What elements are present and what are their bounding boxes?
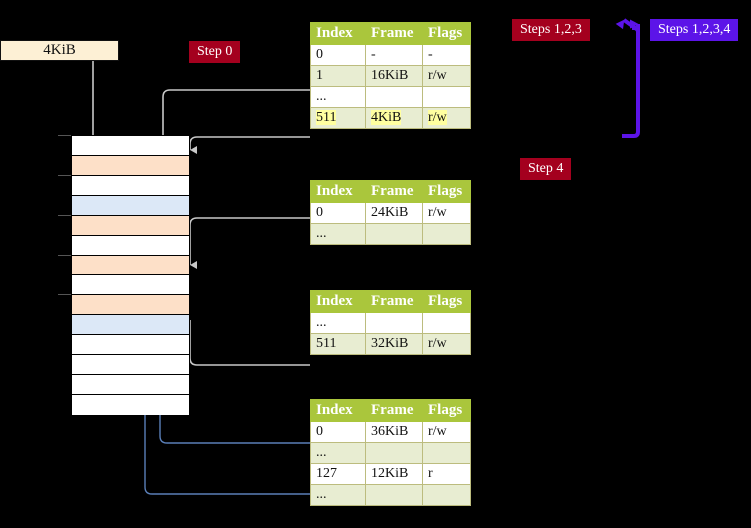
table-cell: 32KiB: [365, 333, 423, 355]
table-row: ...: [310, 223, 471, 245]
memory-row: [72, 136, 189, 156]
memory-tick: [58, 135, 71, 136]
memory-tick-marks: [58, 135, 71, 415]
table-row: ...: [310, 484, 471, 506]
physical-memory-column: [71, 135, 190, 415]
table-header-flags: Flags: [422, 22, 471, 45]
table-cell: 511: [310, 333, 366, 355]
badge-steps-123: Steps 1,2,3: [512, 19, 590, 41]
memory-tick: [58, 294, 71, 296]
table-cell: [422, 442, 471, 464]
table-header-frame: Frame: [365, 290, 423, 313]
table-header-frame: Frame: [365, 180, 423, 203]
memory-row: [72, 155, 189, 176]
table-cell: -: [365, 44, 423, 66]
table-cell: 511: [310, 107, 366, 129]
wire-pt0-511-to-memory: [189, 136, 310, 154]
table-cell: 0: [310, 421, 366, 443]
memory-tick: [58, 214, 71, 216]
memory-row: [72, 315, 189, 336]
table-cell: r: [422, 463, 471, 485]
table-cell: r/w: [422, 65, 471, 87]
wire-pt1-to-memory: [189, 217, 310, 269]
badge-step-0: Step 0: [189, 41, 241, 63]
table-header-index: Index: [310, 22, 366, 45]
badge-step-4: Step 4: [520, 158, 572, 180]
memory-row: [72, 175, 189, 196]
table-header-flags: Flags: [422, 180, 471, 203]
memory-row: [72, 195, 189, 216]
memory-row: [72, 235, 189, 256]
table-cell: 24KiB: [365, 202, 423, 224]
table-cell: r/w: [422, 202, 471, 224]
table-row: ...: [310, 312, 471, 334]
table-header-frame: Frame: [365, 22, 423, 45]
table-cell: ...: [310, 442, 366, 464]
table-cell: r/w: [422, 421, 471, 443]
table-cell: [422, 484, 471, 506]
table-header-index: Index: [310, 180, 366, 203]
table-cell: ...: [310, 223, 366, 245]
table-cell: [422, 223, 471, 245]
table-cell: 12KiB: [365, 463, 423, 485]
memory-row: [72, 355, 189, 376]
table-cell: [422, 86, 471, 108]
table-cell: 0: [310, 202, 366, 224]
memory-row: [72, 255, 189, 276]
table-cell: [365, 312, 423, 334]
memory-tick: [58, 254, 71, 256]
table-cell: [365, 86, 423, 108]
table-cell: 0: [310, 44, 366, 66]
table-cell: r/w: [422, 107, 471, 129]
table-header-flags: Flags: [422, 399, 471, 422]
virtual-address-box: 4KiB: [0, 40, 119, 61]
table-cell: [365, 484, 423, 506]
table-cell: -: [422, 44, 471, 66]
table-cell: 4KiB: [365, 107, 423, 129]
memory-row: [72, 335, 189, 356]
table-cell: ...: [310, 312, 366, 334]
memory-row: [72, 295, 189, 316]
memory-row: [72, 375, 189, 395]
virtual-address-label: 4KiB: [43, 42, 76, 58]
table-cell: 127: [310, 463, 366, 485]
table-cell: [365, 223, 423, 245]
table-row: ...: [310, 86, 471, 108]
table-cell: r/w: [422, 333, 471, 355]
memory-tick: [58, 174, 71, 176]
table-cell: 1: [310, 65, 366, 87]
table-header-index: Index: [310, 399, 366, 422]
highlighted-value: 4KiB: [371, 110, 402, 125]
table-row: ...: [310, 442, 471, 464]
table-cell: ...: [310, 86, 366, 108]
highlighted-value: 511: [316, 110, 337, 125]
table-header-frame: Frame: [365, 399, 423, 422]
highlighted-value: r/w: [428, 110, 447, 125]
memory-row: [72, 275, 189, 296]
table-cell: [422, 312, 471, 334]
table-header-index: Index: [310, 290, 366, 313]
table-header-flags: Flags: [422, 290, 471, 313]
badge-steps-1234: Steps 1,2,3,4: [650, 19, 739, 41]
wire-violet-bracket: [622, 26, 640, 138]
table-row: 511 4KiB r/w: [310, 107, 471, 129]
memory-row: [72, 394, 189, 415]
table-cell: 36KiB: [365, 421, 423, 443]
wire-violet-arrow-tip: [615, 18, 640, 32]
table-row: 0--: [310, 44, 471, 66]
table-cell: [365, 442, 423, 464]
wire-pt2-to-memory: [183, 316, 310, 366]
table-cell: 16KiB: [365, 65, 423, 87]
memory-row: [72, 215, 189, 236]
table-cell: ...: [310, 484, 366, 506]
